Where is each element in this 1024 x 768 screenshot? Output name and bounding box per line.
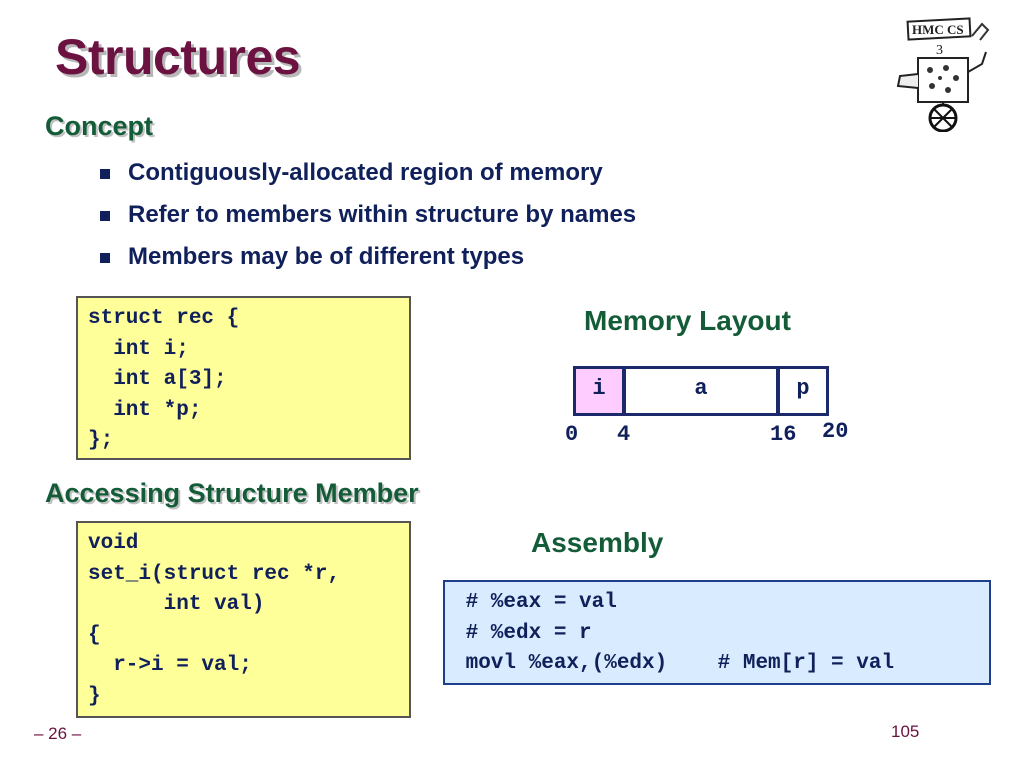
svg-text:3: 3: [936, 43, 943, 58]
slide-title: Structures: [55, 29, 301, 85]
bullet-text: Refer to members within structure by nam…: [128, 201, 637, 228]
assembly-heading: Assembly: [531, 527, 664, 558]
memory-cell-a: a: [623, 366, 779, 416]
logo-text: HMC CS: [912, 22, 964, 37]
function-code-box: void set_i(struct rec *r, int val) { r->…: [76, 521, 411, 718]
square-bullet-icon: [100, 211, 110, 221]
memory-offset-20: 20: [822, 419, 849, 444]
square-bullet-icon: [100, 169, 110, 179]
bullet-item: Members may be of different types: [100, 242, 636, 284]
struct-code-box: struct rec { int i; int a[3]; int *p; };: [76, 296, 411, 460]
slide-number: 105: [891, 722, 920, 741]
hmc-cs-logo: HMC CS 3: [896, 17, 990, 132]
memory-cell-i: i: [573, 366, 625, 416]
memory-offset-16: 16: [770, 422, 797, 447]
square-bullet-icon: [100, 253, 110, 263]
accessing-heading: Accessing Structure Member: [45, 478, 419, 508]
memory-offset-4: 4: [617, 422, 631, 447]
memory-offset-0: 0: [565, 422, 579, 447]
memory-cell-p: p: [777, 366, 829, 416]
bullet-text: Members may be of different types: [128, 243, 525, 270]
concept-heading: Concept: [45, 111, 153, 141]
concept-bullet-list: Contiguously-allocated region of memory …: [100, 158, 636, 284]
assembly-code-box: # %eax = val # %edx = r movl %eax,(%edx)…: [443, 580, 991, 685]
memory-layout-heading: Memory Layout: [584, 305, 791, 336]
bullet-item: Refer to members within structure by nam…: [100, 200, 636, 242]
page-label: – 26 –: [34, 724, 82, 743]
bullet-text: Contiguously-allocated region of memory: [128, 159, 603, 186]
bullet-item: Contiguously-allocated region of memory: [100, 158, 636, 200]
